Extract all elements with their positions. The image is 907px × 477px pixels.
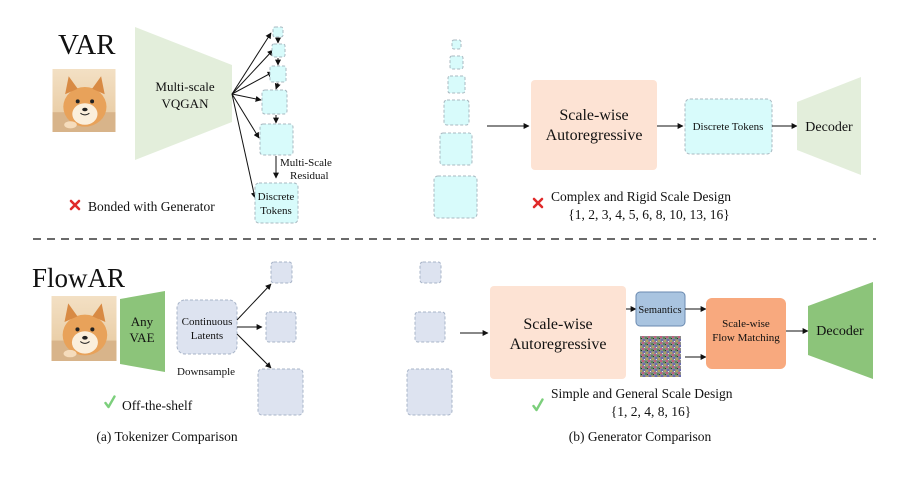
flowar-decoder-label: Decoder <box>816 324 864 339</box>
flowar-generator-input-stack <box>406 261 453 416</box>
flowar-latents-label-1: Continuous <box>182 316 233 328</box>
flowar-check-icon <box>104 395 116 409</box>
var-tokens-label-1: Discrete <box>258 191 295 203</box>
var-cross-icon <box>69 199 81 211</box>
var-encoder-label-1: Multi-scale <box>155 79 214 94</box>
flowar-scale-check-icon <box>532 398 544 412</box>
flowar-vae-label-2: VAE <box>129 330 154 345</box>
var-title: VAR <box>58 29 116 61</box>
flowar-flow-label-2: Flow Matching <box>712 332 780 344</box>
flowar-semantics-label: Semantics <box>638 305 681 316</box>
var-scalewise-ar-box <box>531 80 657 170</box>
flowar-downsample-label: Downsample <box>177 366 235 378</box>
var-discrete-tokens-box <box>254 182 299 224</box>
var-tokens-label-2: Tokens <box>260 205 292 217</box>
var-generator-label-2: Autoregressive <box>546 127 643 144</box>
flowar-downsample-arrows <box>236 283 272 369</box>
flowar-flow-label-1: Scale-wise <box>722 318 770 330</box>
var-encoder-label-2: VQGAN <box>162 96 210 111</box>
flowar-scale-note: Simple and General Scale Design <box>551 386 733 401</box>
var-scale-note: Complex and Rigid Scale Design <box>551 189 731 204</box>
noise-image-icon <box>640 336 681 377</box>
flowar-scale-set: {1, 2, 4, 8, 16} <box>611 404 691 419</box>
flowar-generator-label-1: Scale-wise <box>523 316 592 333</box>
var-scale-stack <box>259 26 294 156</box>
var-scale-set: {1, 2, 3, 4, 5, 6, 8, 10, 13, 16} <box>568 207 729 222</box>
flowar-scalewise-ar-box <box>490 286 626 379</box>
var-decoder <box>797 77 861 175</box>
var-fanout-arrows <box>231 32 274 199</box>
var-residual-label-1: Multi-Scale <box>280 157 332 169</box>
flowar-benefit-text: Off-the-shelf <box>122 398 193 413</box>
var-stack-down-arrows <box>273 37 281 179</box>
flowar-dog-photo-icon <box>51 296 117 361</box>
var-vqgan-encoder <box>135 27 232 160</box>
flowar-latents-label-2: Latents <box>191 330 223 342</box>
var-decoder-label: Decoder <box>805 120 853 135</box>
var-discrete-tokens-gen-label: Discrete Tokens <box>693 121 764 133</box>
var-residual-label-2: Residual <box>290 170 329 182</box>
flowar-flow-matching-box <box>706 298 786 369</box>
caption-right: (b) Generator Comparison <box>569 429 712 444</box>
var-dog-photo-icon <box>52 69 116 132</box>
flowar-latent-stack <box>257 261 304 416</box>
var-generator-input-stack <box>433 39 478 219</box>
flowar-any-vae <box>120 291 165 372</box>
flowar-vae-label-1: Any <box>131 314 154 329</box>
flowar-generator-label-2: Autoregressive <box>510 336 607 353</box>
var-scale-cross-icon <box>532 197 544 209</box>
caption-left: (a) Tokenizer Comparison <box>96 429 238 444</box>
flowar-title: FlowAR <box>32 263 125 293</box>
var-generator-label-1: Scale-wise <box>559 107 628 124</box>
var-drawback-text: Bonded with Generator <box>88 199 215 214</box>
flowar-decoder <box>808 282 873 379</box>
